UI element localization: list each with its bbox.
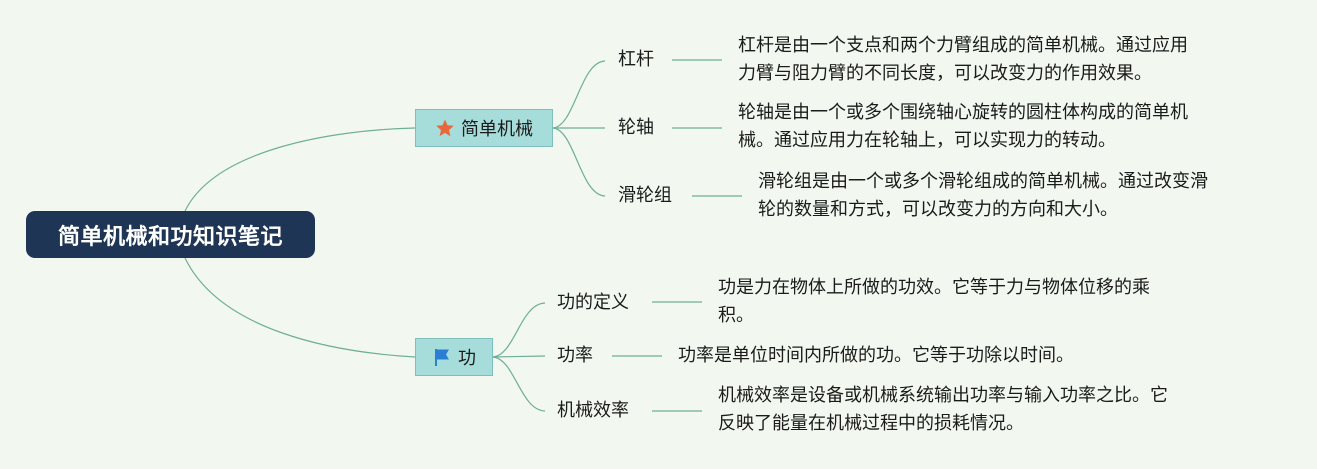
connector-root-simple	[184, 127, 416, 212]
desc-line: 积。	[718, 305, 754, 326]
branch-node-simple-machines[interactable]: 简单机械	[415, 109, 553, 147]
branch-label: 简单机械	[461, 119, 533, 140]
desc-line: 机械效率是设备或机械系统输出功率与输入功率之比。它	[718, 385, 1168, 406]
leaf-node-wheel-axle[interactable]: 轮轴	[618, 117, 654, 138]
star-icon	[435, 118, 455, 138]
leaf-desc-pulley: 滑轮组是由一个或多个滑轮组成的简单机械。通过改变滑 轮的数量和方式，可以改变力的…	[758, 168, 1208, 224]
leaf-desc-power: 功率是单位时间内所做的功。它等于功除以时间。	[678, 342, 1074, 370]
connector-root-work	[184, 257, 416, 358]
leaf-desc-work-definition: 功是力在物体上所做的功效。它等于力与物体位移的乘 积。	[718, 274, 1150, 330]
desc-line: 功是力在物体上所做的功效。它等于力与物体位移的乘	[718, 277, 1150, 298]
branch-node-work[interactable]: 功	[415, 338, 493, 376]
desc-line: 滑轮组是由一个或多个滑轮组成的简单机械。通过改变滑	[758, 171, 1208, 192]
connector-work-power	[492, 355, 546, 358]
desc-line: 械。通过应用力在轮轴上，可以实现力的转动。	[738, 130, 1116, 151]
connector-work-eff	[492, 356, 546, 412]
connector-simple-lever	[552, 60, 606, 129]
leaf-node-work-definition[interactable]: 功的定义	[557, 292, 629, 313]
leaf-desc-efficiency: 机械效率是设备或机械系统输出功率与输入功率之比。它 反映了能量在机械过程中的损耗…	[718, 382, 1168, 438]
leaf-node-pulley[interactable]: 滑轮组	[618, 185, 672, 206]
desc-line: 杠杆是由一个支点和两个力臂组成的简单机械。通过应用	[738, 35, 1188, 56]
leaf-node-lever[interactable]: 杠杆	[618, 49, 654, 70]
connector-simple-pulley	[552, 127, 606, 197]
leaf-node-power[interactable]: 功率	[557, 345, 593, 366]
desc-line: 轮轴是由一个或多个围绕轴心旋转的圆柱体构成的简单机	[738, 102, 1188, 123]
flag-icon	[432, 347, 452, 367]
desc-line: 轮的数量和方式，可以改变力的方向和大小。	[758, 199, 1118, 220]
desc-line: 功率是单位时间内所做的功。它等于功除以时间。	[678, 345, 1074, 366]
desc-line: 反映了能量在机械过程中的损耗情况。	[718, 413, 1024, 434]
leaf-node-efficiency[interactable]: 机械效率	[557, 400, 629, 421]
connector-work-def	[492, 302, 546, 358]
root-title: 简单机械和功知识笔记	[57, 224, 283, 250]
desc-line: 力臂与阻力臂的不同长度，可以改变力的作用效果。	[738, 63, 1152, 84]
leaf-desc-lever: 杠杆是由一个支点和两个力臂组成的简单机械。通过应用 力臂与阻力臂的不同长度，可以…	[738, 32, 1188, 88]
leaf-desc-wheel-axle: 轮轴是由一个或多个围绕轴心旋转的圆柱体构成的简单机 械。通过应用力在轮轴上，可以…	[738, 99, 1188, 155]
branch-label: 功	[458, 348, 476, 369]
root-node[interactable]: 简单机械和功知识笔记	[26, 211, 315, 258]
